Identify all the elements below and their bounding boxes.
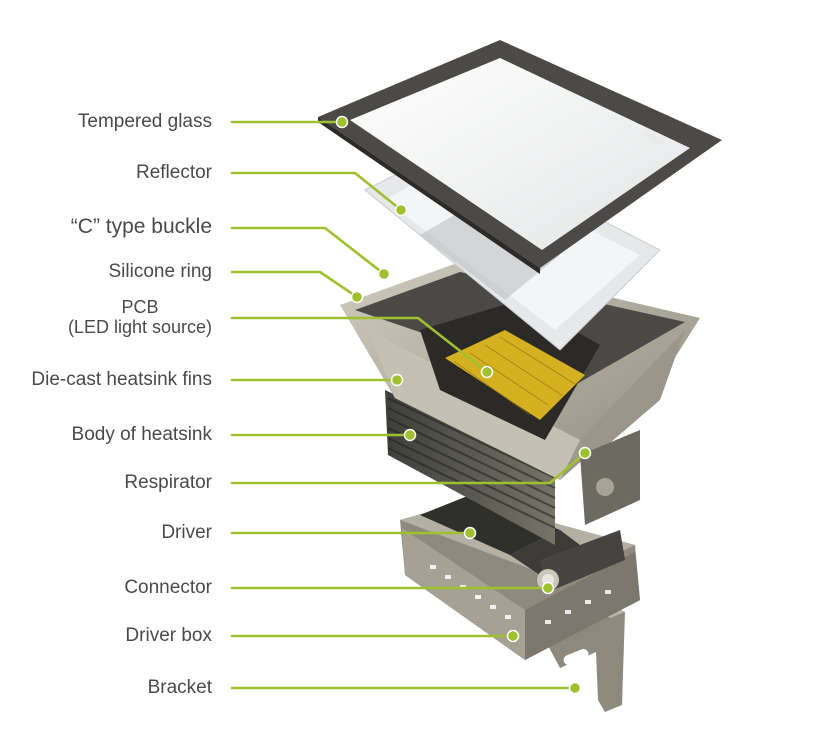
label-c-type-buckle: “C” type buckle xyxy=(70,215,212,238)
label-pcb: PCB (LED light source) xyxy=(68,297,212,337)
dot-reflector xyxy=(394,203,408,217)
label-pcb-title: PCB xyxy=(121,297,159,317)
leader-silicone-ring xyxy=(230,270,359,299)
dot-pcb xyxy=(480,365,494,379)
dot-tempered-glass xyxy=(335,115,349,129)
dot-heatsink-fins xyxy=(390,373,404,387)
label-bracket: Bracket xyxy=(147,677,212,698)
label-respirator: Respirator xyxy=(124,472,212,493)
dot-c-type-buckle xyxy=(377,267,391,281)
dot-respirator xyxy=(578,446,592,460)
label-connector: Connector xyxy=(124,577,212,598)
label-silicone-ring: Silicone ring xyxy=(108,261,213,282)
heatsink-fins-part xyxy=(385,390,556,545)
label-heatsink-fins: Die-cast heatsink fins xyxy=(31,369,212,390)
dot-heatsink-body xyxy=(403,428,417,442)
dot-silicone-ring xyxy=(350,290,364,304)
label-driver-box: Driver box xyxy=(125,625,212,646)
dot-bracket xyxy=(568,681,582,695)
dot-driver xyxy=(463,526,477,540)
label-driver: Driver xyxy=(161,522,212,543)
dot-connector xyxy=(541,581,555,595)
leader-reflector xyxy=(230,171,403,212)
label-heatsink-body: Body of heatsink xyxy=(71,424,212,445)
tempered-glass-part: IP65 xyxy=(318,40,722,274)
leader-respirator xyxy=(230,451,587,485)
label-tempered-glass: Tempered glass xyxy=(77,111,212,132)
leader-pcb xyxy=(230,316,489,374)
driver-part xyxy=(420,495,625,592)
dot-driver-box xyxy=(506,629,520,643)
label-pcb-subtitle: (LED light source) xyxy=(67,317,212,337)
leader-c-type-buckle xyxy=(230,226,386,276)
label-reflector: Reflector xyxy=(135,162,212,183)
